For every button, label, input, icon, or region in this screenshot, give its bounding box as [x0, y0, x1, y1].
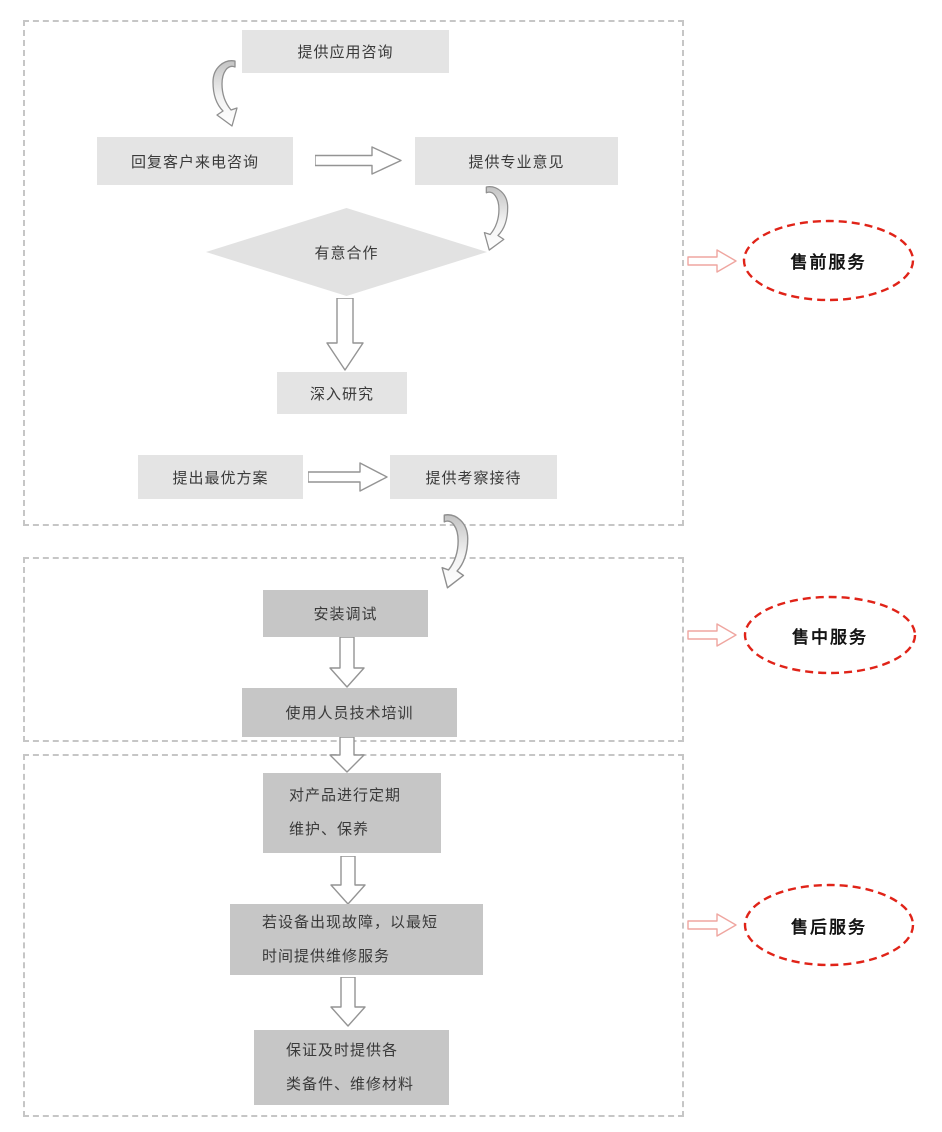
- reply-call-label: 回复客户来电咨询: [130, 153, 259, 171]
- proposal-label: 提出最优方案: [172, 469, 269, 487]
- provide-app-consult-box: 提供应用咨询: [242, 30, 449, 73]
- insales-tag-ellipse: 售中服务: [743, 595, 917, 675]
- visit-box: 提供考察接待: [390, 455, 557, 499]
- reply-call-box: 回复客户来电咨询: [97, 137, 293, 185]
- down-arrow-icon: [329, 737, 365, 773]
- repair-box: 若设备出现故障，以最短 时间提供维修服务: [230, 904, 483, 975]
- install-box: 安装调试: [263, 590, 428, 637]
- down-arrow-icon: [330, 977, 366, 1027]
- aftersales-tag-label: 售后服务: [791, 917, 867, 937]
- aftersales-tag-ellipse: 售后服务: [743, 883, 915, 967]
- advice-label: 提供专业意见: [468, 153, 565, 171]
- presales-section-frame: [23, 20, 684, 526]
- right-arrow-icon: [308, 462, 388, 492]
- install-label: 安装调试: [313, 606, 378, 623]
- repair-line1: 若设备出现故障，以最短: [262, 913, 439, 931]
- curved-connector-down-right-icon: [482, 186, 512, 252]
- aftersales-pointer-icon: [687, 912, 737, 938]
- maintenance-line2: 维护、保养: [289, 821, 370, 838]
- advice-box: 提供专业意见: [415, 137, 618, 185]
- down-arrow-icon: [326, 298, 364, 371]
- curved-connector-section-icon: [440, 514, 472, 590]
- training-label: 使用人员技术培训: [285, 705, 414, 722]
- repair-line2: 时间提供维修服务: [262, 947, 391, 965]
- parts-box: 保证及时提供各 类备件、维修材料: [254, 1030, 449, 1105]
- training-box: 使用人员技术培训: [242, 688, 457, 737]
- presales-tag-label: 售前服务: [790, 253, 867, 272]
- provide-app-consult-label: 提供应用咨询: [297, 44, 394, 61]
- maintenance-line1: 对产品进行定期: [289, 787, 402, 804]
- presales-tag-ellipse: 售前服务: [742, 219, 915, 302]
- decision-diamond-label: 有意合作: [314, 244, 379, 262]
- research-box: 深入研究: [277, 372, 407, 414]
- parts-line2: 类备件、维修材料: [286, 1075, 415, 1093]
- proposal-box: 提出最优方案: [138, 455, 303, 499]
- parts-line1: 保证及时提供各: [286, 1041, 399, 1059]
- insales-tag-label: 售中服务: [792, 627, 868, 647]
- research-label: 深入研究: [309, 385, 374, 403]
- right-arrow-icon: [315, 146, 402, 175]
- down-arrow-icon: [330, 856, 366, 905]
- insales-pointer-icon: [687, 622, 737, 648]
- down-arrow-icon: [329, 637, 365, 688]
- maintenance-box: 对产品进行定期 维护、保养: [263, 773, 441, 853]
- decision-diamond: 有意合作: [206, 208, 487, 296]
- visit-label: 提供考察接待: [425, 469, 522, 487]
- curved-connector-down-left-icon: [209, 60, 239, 128]
- presales-pointer-icon: [687, 248, 737, 274]
